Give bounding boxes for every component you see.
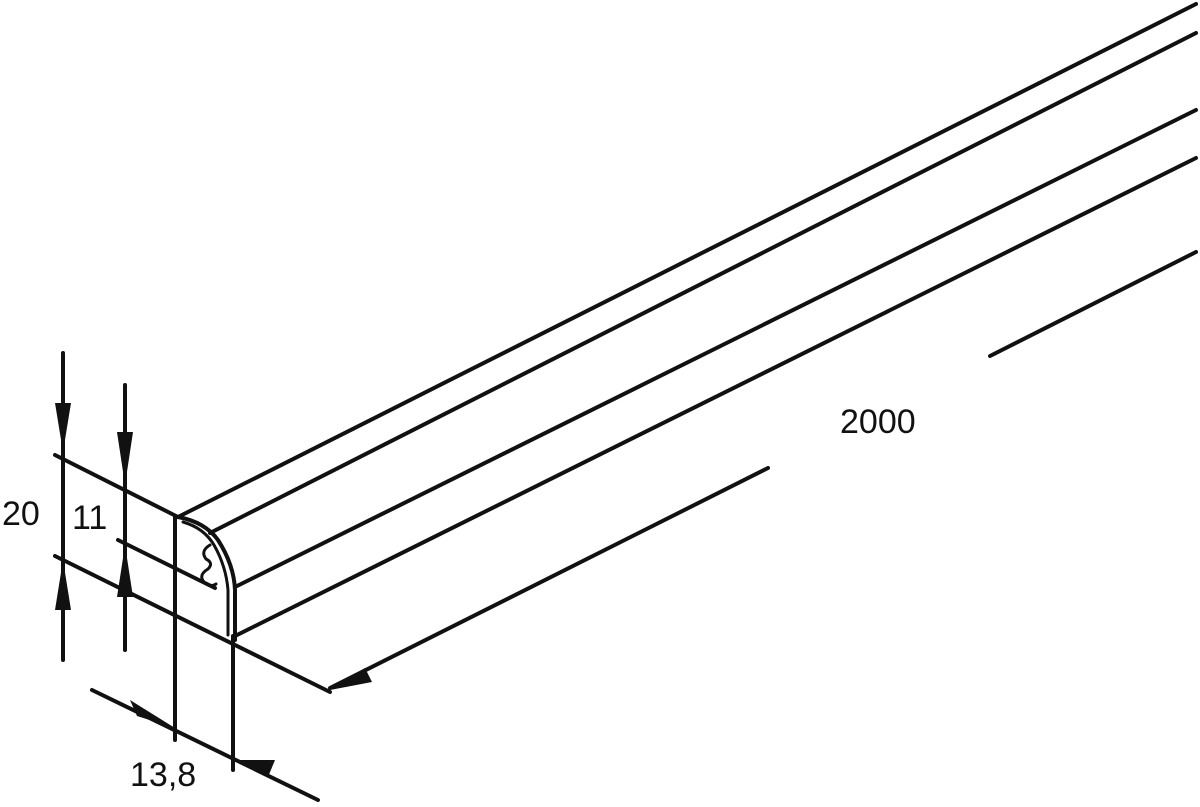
dimension-label-width: 13,8 xyxy=(130,756,197,794)
profile-body-lines xyxy=(176,2,1198,690)
arrow-down-icon xyxy=(55,403,71,452)
arrow-up-icon xyxy=(55,560,71,610)
extension-lines xyxy=(53,453,332,694)
arrow-left-icon xyxy=(330,668,372,690)
arrow-right-icon xyxy=(130,700,175,728)
dimension-20-lines xyxy=(55,351,71,662)
dimension-label-height-total: 20 xyxy=(2,495,40,533)
profile-end-face xyxy=(173,515,237,772)
dimension-11-lines xyxy=(117,383,133,652)
arrow-down-icon xyxy=(117,432,133,485)
dimension-label-height-inner: 11 xyxy=(72,499,108,537)
arrow-up-icon xyxy=(117,545,133,597)
dimension-label-length: 2000 xyxy=(840,403,916,441)
dimension-13-8-lines xyxy=(90,688,320,802)
arrow-left-icon xyxy=(233,760,275,777)
dimension-2000-lines xyxy=(330,668,372,690)
